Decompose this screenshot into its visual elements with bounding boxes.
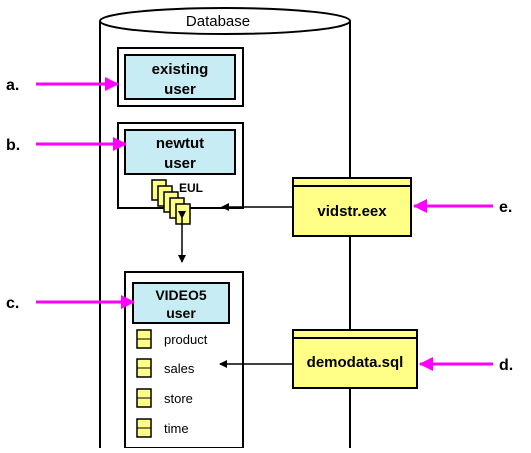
table-store: store	[136, 388, 193, 408]
video5-user-label-2: user	[166, 305, 196, 321]
table-product: product	[136, 329, 208, 349]
file-demodata-sql: demodata.sql	[292, 329, 418, 389]
eul-label: EUL	[179, 181, 203, 195]
table-sales: sales	[136, 358, 195, 378]
table-time: time	[136, 418, 189, 438]
marker-e-label: e.	[499, 199, 512, 216]
video5-user-label-1: VIDEO5	[155, 287, 207, 303]
existing-user-label-2: user	[164, 81, 196, 98]
file-vidstr-eex: vidstr.eex	[292, 177, 412, 237]
newtut-user-label-2: user	[164, 155, 196, 172]
newtut-user-box	[124, 129, 236, 175]
file-eex-label: vidstr.eex	[317, 203, 387, 220]
table-label: time	[164, 421, 189, 436]
table-label: store	[164, 391, 193, 406]
newtut-user-group: newtut user EUL	[117, 122, 244, 225]
marker-d-label: d.	[499, 357, 513, 374]
newtut-user-label-1: newtut	[156, 135, 204, 152]
existing-user-label-1: existing	[152, 61, 209, 78]
file-sql-label: demodata.sql	[307, 354, 404, 371]
existing-user-group: existing user	[117, 47, 244, 107]
video5-user-group: VIDEO5 user product sales store time	[124, 271, 244, 449]
existing-user-box	[124, 54, 236, 100]
table-label: product	[164, 332, 208, 347]
marker-a-label: a.	[6, 77, 19, 94]
database-title: Database	[186, 13, 250, 30]
marker-c-label: c.	[6, 295, 19, 312]
marker-b-label: b.	[6, 137, 20, 154]
table-label: sales	[164, 361, 195, 376]
